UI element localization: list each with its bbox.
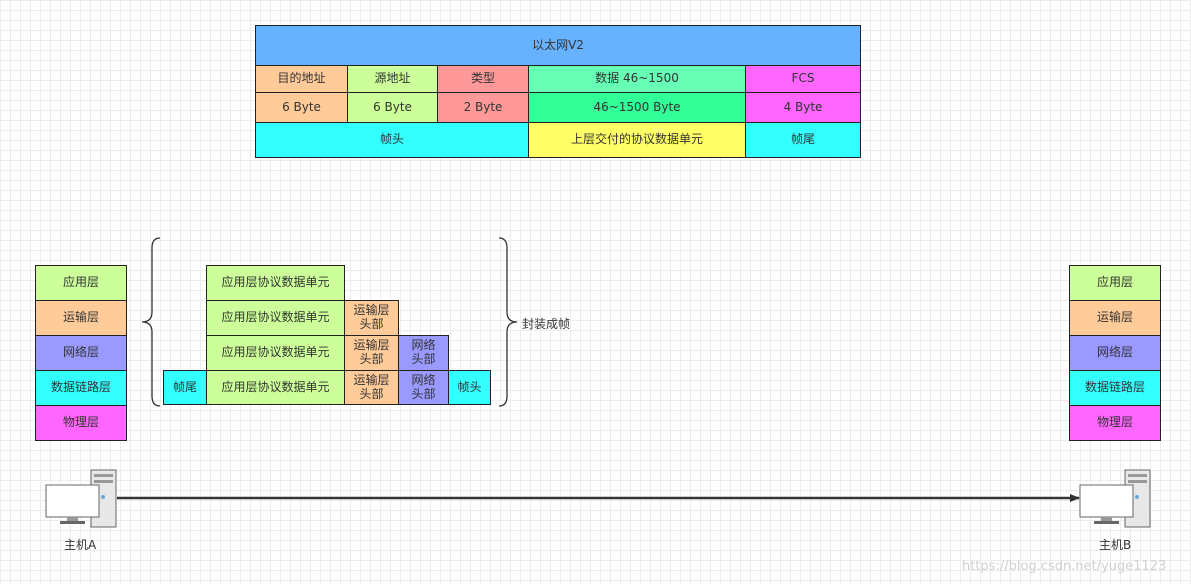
computer-icon-host-a [45, 469, 117, 528]
encap-row4-network-header: 网络头部 [398, 370, 449, 405]
field-data-size: 46~1500 Byte [528, 92, 746, 123]
frame-title: 以太网V2 [255, 25, 861, 66]
host-a-layer-application: 应用层 [35, 265, 127, 301]
host-b-layer-network: 网络层 [1069, 335, 1161, 371]
left-brace [141, 237, 161, 407]
encap-row4-frame-header: 帧头 [448, 370, 491, 405]
encap-row4-app-pdu: 应用层协议数据单元 [206, 370, 345, 405]
computer-icon-host-b [1079, 469, 1151, 528]
encap-row3-transport-header: 运输层头部 [344, 335, 399, 371]
field-src-name: 源地址 [347, 65, 438, 93]
group-trailer: 帧尾 [745, 122, 861, 158]
encap-row3-network-header: 网络头部 [398, 335, 449, 371]
group-payload: 上层交付的协议数据单元 [528, 122, 746, 158]
host-b-layer-application: 应用层 [1069, 265, 1161, 301]
encap-row2-app-pdu: 应用层协议数据单元 [206, 300, 345, 336]
encapsulation-label: 封装成帧 [522, 317, 571, 331]
host-b-layer-datalink: 数据链路层 [1069, 370, 1161, 406]
encap-row3-app-pdu: 应用层协议数据单元 [206, 335, 345, 371]
host-a-layer-physical: 物理层 [35, 405, 127, 441]
watermark: https://blog.csdn.net/yuge1123 [962, 559, 1167, 574]
host-b-layer-transport: 运输层 [1069, 300, 1161, 336]
host-a-layer-datalink: 数据链路层 [35, 370, 127, 406]
group-header: 帧头 [255, 122, 529, 158]
field-type-size: 2 Byte [437, 92, 529, 123]
right-brace [498, 237, 518, 407]
host-a-label: 主机A [64, 538, 97, 552]
host-b-label: 主机B [1099, 538, 1132, 552]
host-a-layer-transport: 运输层 [35, 300, 127, 336]
host-b-layer-physical: 物理层 [1069, 405, 1161, 441]
field-fcs-name: FCS [745, 65, 861, 93]
field-dst-size: 6 Byte [255, 92, 348, 123]
encap-row4-transport-header: 运输层头部 [344, 370, 399, 405]
host-a-layer-network: 网络层 [35, 335, 127, 371]
field-data-name: 数据 46~1500 [528, 65, 746, 93]
encap-row4-frame-trailer: 帧尾 [163, 370, 207, 405]
